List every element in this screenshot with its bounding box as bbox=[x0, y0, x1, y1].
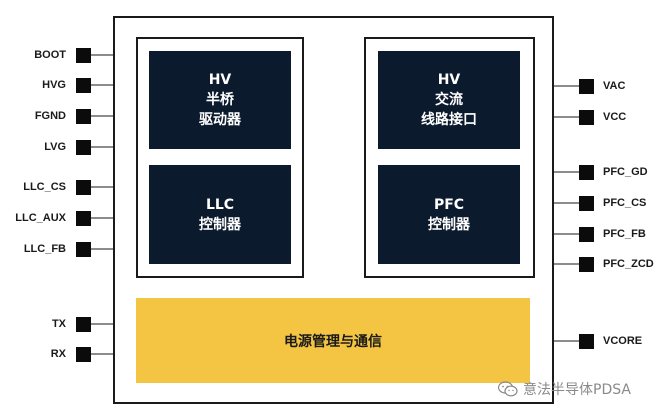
pin-vcore bbox=[579, 334, 594, 349]
pin-rx bbox=[76, 347, 91, 362]
pin-hvg bbox=[76, 78, 91, 93]
pin-label-llc-fb: LLC_FB bbox=[23, 243, 66, 255]
pin-lvg bbox=[76, 140, 91, 155]
pin-vcc bbox=[579, 110, 594, 125]
llc-controller-block: LLC 控制器 bbox=[149, 165, 291, 264]
pin-label-fgnd: FGND bbox=[34, 110, 66, 122]
pin-label-vcore: VCORE bbox=[603, 335, 643, 347]
pin-llc-aux bbox=[76, 211, 91, 226]
pin-pfc-fb bbox=[579, 227, 594, 242]
watermark-text: 意法半导体PDSA bbox=[523, 382, 631, 398]
pin-llc-fb bbox=[76, 242, 91, 257]
pin-label-boot: BOOT bbox=[34, 49, 66, 61]
pin-fgnd bbox=[76, 109, 91, 124]
pin-label-llc-aux: LLC_AUX bbox=[15, 212, 66, 224]
pin-vac bbox=[579, 79, 594, 94]
watermark: 意法半导体PDSA bbox=[498, 378, 631, 400]
pin-boot bbox=[76, 48, 91, 63]
pin-label-vcc: VCC bbox=[603, 111, 627, 123]
pin-label-pfc-gd: PFC_GD bbox=[603, 166, 648, 178]
pin-tx bbox=[76, 317, 91, 332]
pin-label-llc-cs: LLC_CS bbox=[23, 181, 66, 193]
wechat-icon bbox=[498, 381, 518, 397]
power-management-block: 电源管理与通信 bbox=[136, 298, 530, 383]
pfc-controller-block: PFC 控制器 bbox=[378, 165, 520, 264]
pin-label-pfc-cs: PFC_CS bbox=[603, 197, 647, 209]
hv-driver-block: HV 半桥 驱动器 bbox=[149, 51, 291, 149]
pin-label-pfc-fb: PFC_FB bbox=[603, 228, 646, 240]
pin-label-lvg: LVG bbox=[44, 141, 66, 153]
pin-pfc-gd bbox=[579, 165, 594, 180]
pin-label-tx: TX bbox=[51, 318, 66, 330]
pin-pfc-cs bbox=[579, 196, 594, 211]
pin-label-hvg: HVG bbox=[42, 79, 66, 91]
pin-label-rx: RX bbox=[50, 348, 66, 360]
pin-label-pfc-zcd: PFC_ZCD bbox=[603, 258, 654, 270]
hv-ac-interface-block: HV 交流 线路接口 bbox=[378, 51, 520, 149]
pin-pfc-zcd bbox=[579, 257, 594, 272]
pin-llc-cs bbox=[76, 180, 91, 195]
pin-label-vac: VAC bbox=[603, 80, 626, 92]
